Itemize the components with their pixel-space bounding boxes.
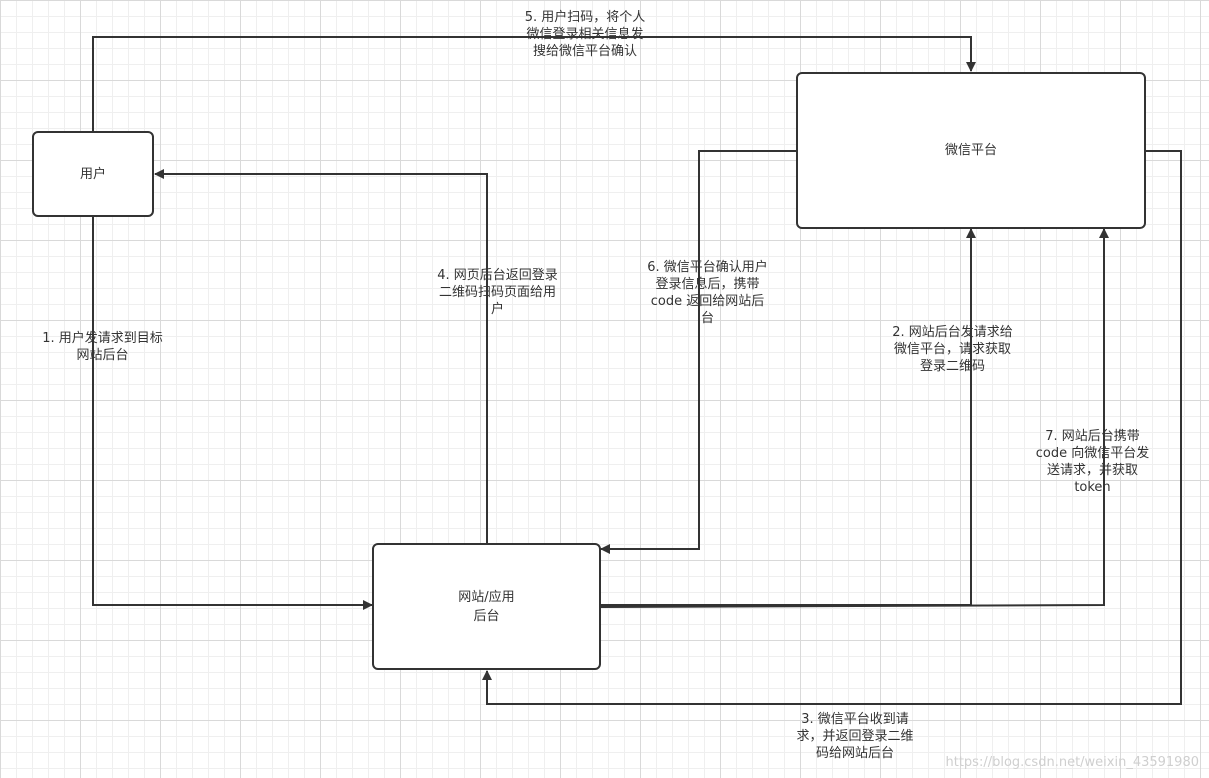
edge-4-backend-to-user bbox=[154, 169, 488, 543]
edge-label-1: 1. 用户发请求到目标 网站后台 bbox=[42, 331, 163, 363]
node-wechat-platform[interactable]: 微信平台 bbox=[796, 72, 1146, 229]
edge-3-wechat-to-backend bbox=[482, 150, 1182, 705]
edge-label-4: 4. 网页后台返回登录 二维码扫码页面给用 户 bbox=[437, 268, 558, 317]
node-website-backend[interactable]: 网站/应用 后台 bbox=[372, 543, 601, 670]
edge-label-3: 3. 微信平台收到请 求，并返回登录二维 码给网站后台 bbox=[796, 712, 914, 761]
node-user[interactable]: 用户 bbox=[32, 131, 154, 217]
edge-5-user-to-wechat bbox=[92, 36, 976, 131]
edge-label-5: 5. 用户扫码，将个人 微信登录相关信息发 搜给微信平台确认 bbox=[524, 10, 646, 59]
watermark: https://blog.csdn.net/weixin_43591980 bbox=[945, 755, 1199, 770]
edge-label-7: 7. 网站后台携带 code 向微信平台发 送请求，并获取 token bbox=[1035, 429, 1150, 495]
edge-label-6: 6. 微信平台确认用户 登录信息后，携带 code 返回给网站后 台 bbox=[647, 260, 768, 326]
edge-6-wechat-to-backend bbox=[600, 150, 797, 554]
edge-1-user-to-backend bbox=[92, 217, 373, 610]
edge-7-backend-to-wechat bbox=[600, 228, 1109, 608]
edge-label-2: 2. 网站后台发请求给 微信平台，请求获取 登录二维码 bbox=[892, 325, 1013, 374]
